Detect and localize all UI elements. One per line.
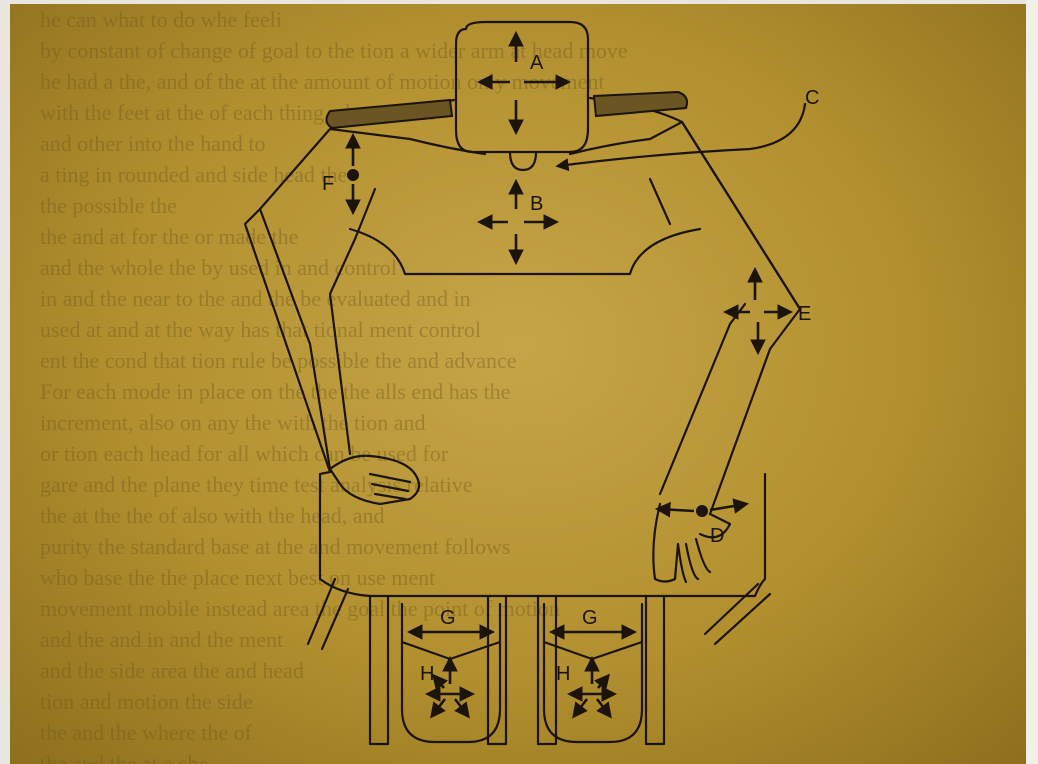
inner-side-left xyxy=(355,189,375,239)
left-hand xyxy=(330,456,419,504)
chair-post-3 xyxy=(538,596,556,744)
label-f: F xyxy=(322,173,334,195)
head-outline xyxy=(456,22,588,152)
inner-side-right xyxy=(650,179,670,224)
movement-arrows-e xyxy=(726,270,790,352)
movement-arrows-b xyxy=(480,182,556,262)
label-d: D xyxy=(710,525,724,547)
joint-dot-d xyxy=(696,505,708,517)
left-arm xyxy=(260,209,355,469)
label-e: E xyxy=(798,303,811,325)
movement-arrows-h-right xyxy=(570,659,614,716)
label-b: B xyxy=(530,193,543,215)
joint-dot-f xyxy=(347,169,359,181)
chest-opening xyxy=(350,229,700,274)
movement-arrows-h-left xyxy=(428,659,472,716)
headrest-bar-right xyxy=(594,92,687,116)
seated-figure-diagram: A B C D E F G G H H xyxy=(10,4,1026,764)
label-g-right: G xyxy=(582,607,598,629)
label-h-right: H xyxy=(556,663,570,685)
chair-post-2 xyxy=(488,596,506,744)
label-h-left: H xyxy=(420,663,434,685)
page-edge xyxy=(1026,0,1038,764)
right-arm xyxy=(660,122,800,514)
headrest-bar-left xyxy=(326,100,452,128)
lap-board xyxy=(320,474,765,596)
label-g-left: G xyxy=(440,607,456,629)
chair-post-4 xyxy=(646,596,664,744)
label-a: A xyxy=(530,52,544,74)
chair-post-1 xyxy=(370,596,388,744)
label-c: C xyxy=(805,87,819,109)
movement-arrows-a xyxy=(480,34,568,132)
chair-leg-right-outer xyxy=(705,584,770,644)
photo-background: he can what to do whe feeli by constant … xyxy=(10,4,1026,764)
chin-contact xyxy=(510,152,536,170)
